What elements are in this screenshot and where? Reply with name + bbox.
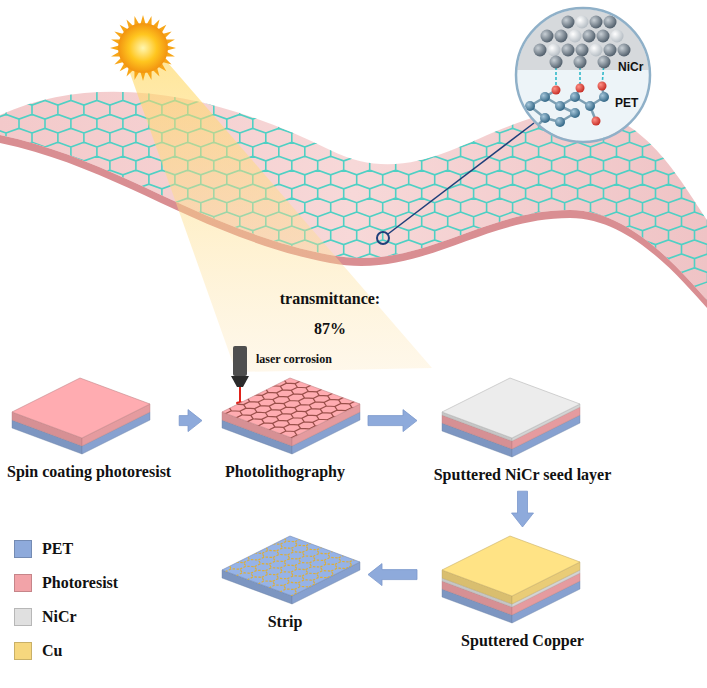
oxygen-atom bbox=[576, 84, 585, 93]
legend-text: Cu bbox=[42, 642, 62, 660]
step-caption: Strip bbox=[268, 612, 303, 631]
legend-swatch bbox=[14, 642, 32, 660]
nozzle-body bbox=[233, 346, 247, 376]
legend-swatch bbox=[14, 574, 32, 592]
carbon-atom bbox=[540, 113, 550, 123]
sun-ray bbox=[141, 15, 146, 24]
metal-atom bbox=[555, 30, 568, 43]
zoom-spot bbox=[377, 232, 389, 244]
legend-text: Photoresist bbox=[42, 574, 118, 592]
layer-top bbox=[222, 378, 360, 438]
metal-atom bbox=[569, 30, 582, 43]
metal-atom bbox=[550, 56, 563, 69]
caption-row: Sputtered Copper bbox=[422, 631, 623, 650]
magnifier-ring bbox=[516, 8, 650, 142]
metal-atom bbox=[590, 44, 603, 57]
metal-atom bbox=[597, 30, 610, 43]
metal-atom bbox=[598, 56, 611, 69]
laser-nozzle bbox=[231, 346, 249, 405]
carbon-atom bbox=[599, 92, 609, 102]
carbon-atom bbox=[570, 108, 580, 118]
sun-ray bbox=[110, 46, 119, 51]
sun-rays bbox=[110, 15, 176, 81]
metal-atom bbox=[562, 16, 575, 29]
mesh-pattern bbox=[220, 374, 364, 452]
leader-line bbox=[388, 123, 534, 234]
metal-atom bbox=[534, 44, 547, 57]
caption-row: Spin coating photoresist bbox=[4, 462, 174, 481]
sun bbox=[118, 23, 168, 73]
step-caption: Photolithography bbox=[225, 462, 345, 481]
metal-atom bbox=[574, 56, 587, 69]
metal-atom bbox=[541, 30, 554, 43]
metal-atom bbox=[604, 16, 617, 29]
process-step: Photolithography bbox=[205, 372, 365, 485]
layer-stack bbox=[440, 374, 584, 461]
metal-atom bbox=[576, 16, 589, 29]
carbon-atom bbox=[555, 117, 565, 127]
light-beam bbox=[126, 56, 432, 372]
caption-row: Strip bbox=[207, 612, 363, 631]
process-step: Spin coating photoresist bbox=[2, 372, 176, 485]
metal-atom bbox=[611, 30, 624, 43]
legend-text: PET bbox=[42, 540, 73, 558]
oxygen-atom bbox=[592, 117, 601, 126]
sun-ray bbox=[167, 46, 176, 51]
pet-region bbox=[515, 70, 652, 145]
layer-stack bbox=[220, 374, 364, 458]
layer-stack bbox=[10, 374, 154, 458]
legend-row: Photoresist bbox=[14, 574, 118, 592]
measurement-note: transmittance: 87% bbox=[270, 284, 390, 344]
process-arrow bbox=[512, 491, 534, 527]
layer-top bbox=[442, 536, 580, 596]
oxygen-atom bbox=[598, 82, 607, 91]
process-arrow bbox=[179, 410, 202, 432]
metal-atom bbox=[604, 44, 617, 57]
legend-row: Cu bbox=[14, 642, 62, 660]
legend-text: NiCr bbox=[42, 608, 77, 626]
carbon-atom bbox=[555, 101, 565, 111]
process-arrow bbox=[368, 564, 417, 586]
mesh-pattern bbox=[220, 532, 364, 608]
metal-atom bbox=[618, 44, 631, 57]
legend-row: NiCr bbox=[14, 608, 77, 626]
carbon-atom bbox=[540, 92, 550, 102]
step-caption: Spin coating photoresist bbox=[7, 462, 171, 481]
part-label: NiCr bbox=[618, 60, 643, 74]
process-step: Strip bbox=[205, 530, 365, 635]
layer-stack bbox=[440, 532, 584, 627]
carbon-atom bbox=[570, 92, 580, 102]
process-step: Sputtered Copper bbox=[420, 530, 625, 654]
layer-top bbox=[222, 536, 360, 596]
legend-row: PET bbox=[14, 540, 73, 558]
layer-stack bbox=[220, 532, 364, 608]
metal-atom bbox=[562, 44, 575, 57]
process-step: Sputtered NiCr seed layer bbox=[420, 372, 625, 488]
layer-top bbox=[442, 378, 580, 438]
step-caption: Sputtered NiCr seed layer bbox=[434, 465, 612, 484]
metal-atom bbox=[576, 44, 589, 57]
layer-top bbox=[12, 378, 150, 438]
oxygen-atom bbox=[552, 86, 561, 95]
metal-atom bbox=[548, 44, 561, 57]
carbon-atom bbox=[585, 101, 595, 111]
metal-atom bbox=[583, 30, 596, 43]
sun-ray bbox=[141, 72, 146, 81]
caption-row: Sputtered NiCr seed layer bbox=[422, 465, 623, 484]
laser-beam bbox=[239, 387, 241, 402]
metal-atom bbox=[590, 16, 603, 29]
magnified-view bbox=[515, 7, 652, 145]
part-label: laser corrosion bbox=[256, 352, 332, 366]
nozzle-tip bbox=[231, 376, 249, 387]
process-arrow bbox=[368, 410, 417, 432]
legend-swatch bbox=[14, 608, 32, 626]
legend-swatch bbox=[14, 540, 32, 558]
caption-row: Photolithography bbox=[207, 462, 363, 481]
step-caption: Sputtered Copper bbox=[461, 631, 584, 650]
part-label: PET bbox=[615, 96, 638, 110]
